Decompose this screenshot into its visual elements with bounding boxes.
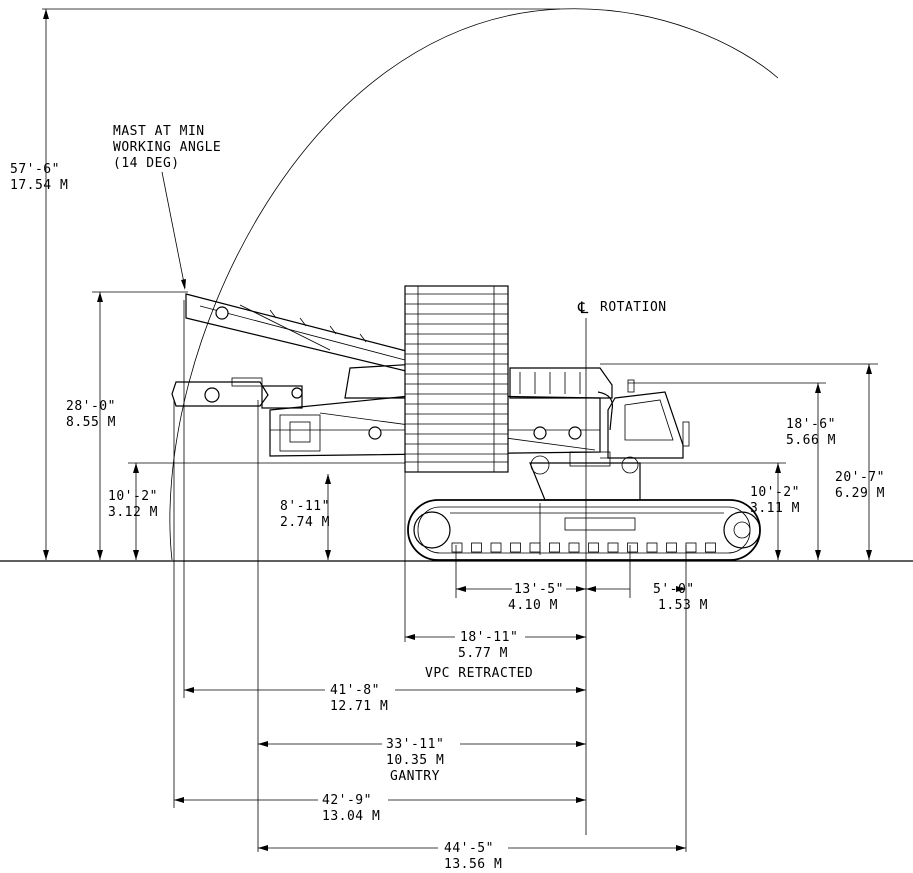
- track-roller: [568, 542, 580, 553]
- track-roller: [607, 542, 619, 553]
- track-roller: [666, 542, 677, 553]
- track-to-center-ft: 13'-5": [514, 582, 564, 597]
- counterweight-clearance-dimension: 8'-11" 2.74 M: [280, 474, 331, 560]
- radius-41-m: 12.71 M: [330, 699, 388, 714]
- track-roller: [588, 542, 599, 553]
- track-roller: [705, 542, 716, 553]
- mast-height-dimension: 28'-0" 8.55 M: [66, 291, 188, 560]
- counterweight: [404, 285, 509, 473]
- mast-note: MAST AT MIN WORKING ANGLE (14 DEG): [113, 124, 221, 290]
- right-height-dimensions: 20'-7" 6.29 M 18'-6" 5.66 M 10'-2" 3.11 …: [600, 363, 885, 560]
- radius-41-ft: 41'-8": [330, 683, 380, 698]
- centerline-symbol: ℄: [577, 298, 589, 317]
- mast-swing-arc: [169, 8, 779, 561]
- operator-cab: [600, 379, 690, 459]
- cab-height-ft: 18'-6": [786, 417, 836, 432]
- rotation-label: ROTATION: [600, 300, 667, 315]
- center-to-front-ft: 5'-0": [653, 582, 695, 597]
- gantry-note: GANTRY: [390, 769, 440, 784]
- track-roller: [627, 542, 638, 553]
- cab-height-m: 5.66 M: [786, 433, 836, 448]
- overall-height-dimension: 57'-6" 17.54 M: [10, 9, 68, 560]
- crane-machine: [171, 285, 761, 561]
- track-roller: [510, 542, 521, 553]
- counterweight-clearance-ft: 8'-11": [280, 499, 330, 514]
- mast-height-ft: 28'-0": [66, 399, 116, 414]
- car-body: [529, 451, 641, 501]
- vpc-retracted-note: VPC RETRACTED: [425, 666, 533, 681]
- center-to-front-m: 1.53 M: [658, 598, 708, 613]
- track-roller: [529, 542, 541, 553]
- overall-height-right-ft: 20'-7": [835, 470, 885, 485]
- mast-height-m: 8.55 M: [66, 415, 116, 430]
- track-roller: [646, 542, 658, 553]
- overall-height-m: 17.54 M: [10, 178, 68, 193]
- vpc-retracted-m: 5.77 M: [458, 646, 508, 661]
- track-roller: [471, 542, 482, 553]
- counterweight-clearance-m: 2.74 M: [280, 515, 330, 530]
- gantry-m: 10.35 M: [386, 753, 444, 768]
- pivot-height-left-m: 3.12 M: [108, 505, 158, 520]
- horizontal-dimensions: 13'-5" 4.10 M 5'-0" 1.53 M 18'-11" 5.77 …: [173, 300, 708, 872]
- track-roller: [549, 542, 560, 553]
- track-roller: [685, 542, 697, 553]
- radius-42-m: 13.04 M: [322, 809, 380, 824]
- track-roller: [451, 542, 463, 553]
- track-to-center-m: 4.10 M: [508, 598, 558, 613]
- pivot-height-left-ft: 10'-2": [108, 489, 158, 504]
- pivot-height-left-dimension: 10'-2" 3.12 M: [108, 462, 405, 560]
- track-roller: [490, 542, 502, 553]
- mast-note-line-3: (14 DEG): [113, 156, 180, 171]
- mast-note-line-2: WORKING ANGLE: [113, 140, 221, 155]
- gantry-ft: 33'-11": [386, 737, 444, 752]
- overall-height-right-m: 6.29 M: [835, 486, 885, 501]
- rotation-centerline: ℄ ROTATION: [577, 298, 667, 835]
- pivot-height-right-ft: 10'-2": [750, 485, 800, 500]
- mast-note-line-1: MAST AT MIN: [113, 124, 205, 139]
- vpc-retracted-ft: 18'-11": [460, 630, 518, 645]
- crawler-track: [407, 499, 761, 561]
- radius-42-ft: 42'-9": [322, 793, 372, 808]
- overall-height-ft: 57'-6": [10, 162, 60, 177]
- overall-length-m: 13.56 M: [444, 857, 502, 872]
- mast: [185, 293, 411, 373]
- rotary-head: [171, 377, 303, 409]
- overall-length-ft: 44'-5": [444, 841, 494, 856]
- pivot-height-right-m: 3.11 M: [750, 501, 800, 516]
